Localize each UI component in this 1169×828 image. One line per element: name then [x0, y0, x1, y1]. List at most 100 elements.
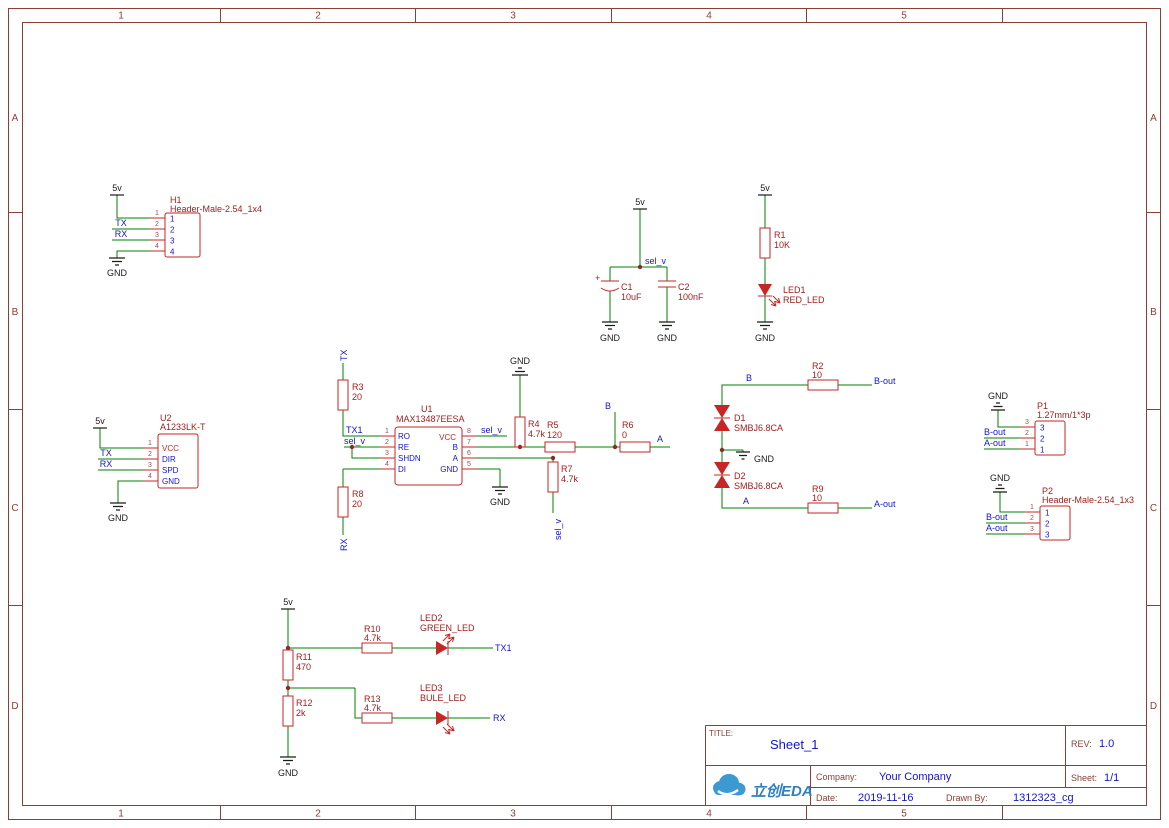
net-label-a-out[interactable]: A-out [986, 523, 1008, 533]
net-label-tx-vertical[interactable]: TX [339, 349, 349, 361]
power-flag-5v[interactable]: 5v [110, 183, 124, 196]
junction-dot [349, 444, 355, 450]
junction-dot [285, 685, 291, 691]
component-r13[interactable]: R13 4.7k [361, 694, 393, 724]
component-r1[interactable]: R1 10K [759, 227, 790, 259]
component-r6[interactable]: R6 0 [619, 420, 651, 453]
frame-row-label: B [12, 307, 19, 318]
gnd-flag-icon [512, 367, 528, 376]
net-label-rx[interactable]: RX [493, 713, 506, 723]
component-p2[interactable]: P2 Header-Male-2.54_1x3 1 2 3 1 2 3 [1025, 486, 1134, 541]
component-r9[interactable]: R9 10 [807, 484, 839, 514]
p1-value: 1.27mm/1*3p [1037, 410, 1091, 420]
u2-pin-name-gnd: GND [162, 477, 180, 486]
gnd-flag[interactable]: GND [108, 502, 129, 523]
u1-pin-name-shdn: SHDN [398, 454, 421, 463]
net-label-rx[interactable]: RX [100, 459, 113, 469]
component-h1[interactable]: H1 Header-Male-2.54_1x4 1 2 3 4 1 2 3 4 [150, 195, 262, 258]
net-label-a-out[interactable]: A-out [874, 499, 896, 509]
component-r7[interactable]: R7 4.7k [547, 461, 579, 493]
p1-pin-number: 2 [1025, 430, 1029, 437]
gnd-label: GND [657, 333, 678, 343]
net-label-tx[interactable]: TX [100, 448, 112, 458]
led2-value: GREEN_LED [420, 623, 475, 633]
net-label-b-out[interactable]: B-out [874, 376, 896, 386]
gnd-flag[interactable]: GND [107, 257, 128, 278]
net-label-sel-v[interactable]: sel_v [645, 256, 667, 266]
u1-pin-number: 3 [385, 450, 389, 457]
component-d2[interactable]: D2 SMBJ6.8CA [714, 462, 783, 491]
power-flag-5v[interactable]: 5v [281, 597, 295, 610]
power-flag-5v[interactable]: 5v [633, 197, 647, 210]
u1-pin-name-a: A [453, 454, 459, 463]
component-u2[interactable]: U2 A1233LK-T 1 2 3 4 VCC DIR SPD GND [143, 413, 206, 489]
net-label-rx-vertical[interactable]: RX [339, 538, 349, 551]
wire-u2[interactable] [98, 428, 143, 503]
gnd-flag[interactable]: GND [600, 321, 621, 343]
component-r12[interactable]: R12 2k [282, 695, 313, 727]
gnd-flag[interactable]: GND [510, 356, 531, 376]
component-p1[interactable]: P1 1.27mm/1*3p 3 2 1 3 2 1 [1020, 401, 1091, 456]
gnd-flag[interactable]: GND [278, 756, 299, 778]
r10-ref: R10 [364, 624, 381, 634]
5v-label: 5v [760, 183, 770, 193]
r13-ref: R13 [364, 694, 381, 704]
net-label-rx[interactable]: RX [115, 229, 128, 239]
net-label-b[interactable]: B [605, 401, 611, 411]
net-label-a-out[interactable]: A-out [984, 438, 1006, 448]
area-u1: TX RX sel_v TX1 sel_v sel_v B A R3 20 R8… [337, 349, 670, 551]
net-label-b-out[interactable]: B-out [986, 512, 1008, 522]
component-r3[interactable]: R3 20 [337, 379, 364, 411]
power-flag-5v[interactable]: 5v [93, 416, 107, 429]
wire-p2[interactable] [986, 492, 1025, 535]
wire-tvs[interactable] [721, 384, 872, 509]
net-label-b[interactable]: B [746, 373, 752, 383]
gnd-flag[interactable]: GND [755, 321, 776, 343]
gnd-flag[interactable]: GND [736, 451, 775, 464]
component-led2[interactable]: LED2 GREEN_LED [420, 613, 475, 655]
net-label-sel-v[interactable]: sel_v [344, 436, 366, 446]
component-led3[interactable]: LED3 BULE_LED [420, 683, 467, 735]
gnd-flag[interactable]: GND [988, 391, 1009, 411]
gnd-flag[interactable]: GND [990, 473, 1011, 493]
area-tvs-output: B A B-out A-out R2 10 R9 10 D1 SMBJ6.8CA… [714, 361, 896, 514]
component-d1[interactable]: D1 SMBJ6.8CA [714, 405, 783, 433]
component-r2[interactable]: R2 10 [807, 361, 839, 391]
led3-triangle [436, 711, 448, 725]
net-label-sel-v[interactable]: sel_v [481, 425, 503, 435]
net-label-a[interactable]: A [657, 434, 663, 444]
wire-p1[interactable] [984, 410, 1020, 450]
component-r8[interactable]: R8 20 [337, 486, 364, 518]
component-r5[interactable]: R5 120 [544, 420, 576, 453]
component-c1[interactable]: + C1 10uF [595, 273, 642, 302]
logo-text: 立创EDA [751, 782, 813, 800]
r4-body [514, 416, 526, 448]
component-led1[interactable]: LED1 RED_LED [758, 284, 825, 307]
net-label-tx[interactable]: TX [115, 218, 127, 228]
gnd-flag-icon [602, 321, 618, 330]
net-label-tx1[interactable]: TX1 [495, 643, 512, 653]
r1-ref: R1 [774, 230, 786, 240]
net-label-b-out[interactable]: B-out [984, 427, 1006, 437]
wire-h1[interactable] [112, 195, 150, 258]
frame-col-label: 5 [901, 11, 907, 22]
component-u1[interactable]: U1 MAX13487EESA 1 2 3 4 RO RE SHDN DI 8 … [380, 404, 477, 486]
gnd-flag[interactable]: GND [490, 486, 511, 507]
u1-pin-number: 2 [385, 439, 389, 446]
wire-u1[interactable] [342, 363, 670, 535]
u1-pin-number: 5 [467, 461, 471, 468]
power-flag-5v[interactable]: 5v [758, 183, 772, 196]
component-c2[interactable]: C2 100nF [658, 280, 704, 302]
u2-pin-number: 2 [148, 451, 152, 458]
net-label-a[interactable]: A [743, 496, 749, 506]
gnd-flag[interactable]: GND [657, 321, 678, 343]
r12-value: 2k [296, 708, 306, 718]
net-label-sel-v-vertical[interactable]: sel_v [553, 518, 563, 540]
led1-bar-and-arrows [758, 295, 781, 307]
net-label-tx1[interactable]: TX1 [346, 425, 363, 435]
component-r4[interactable]: R4 4.7k [514, 416, 546, 448]
component-r10[interactable]: R10 4.7k [361, 624, 393, 654]
r2-ref: R2 [812, 361, 824, 371]
component-r11[interactable]: R11 470 [282, 649, 312, 681]
